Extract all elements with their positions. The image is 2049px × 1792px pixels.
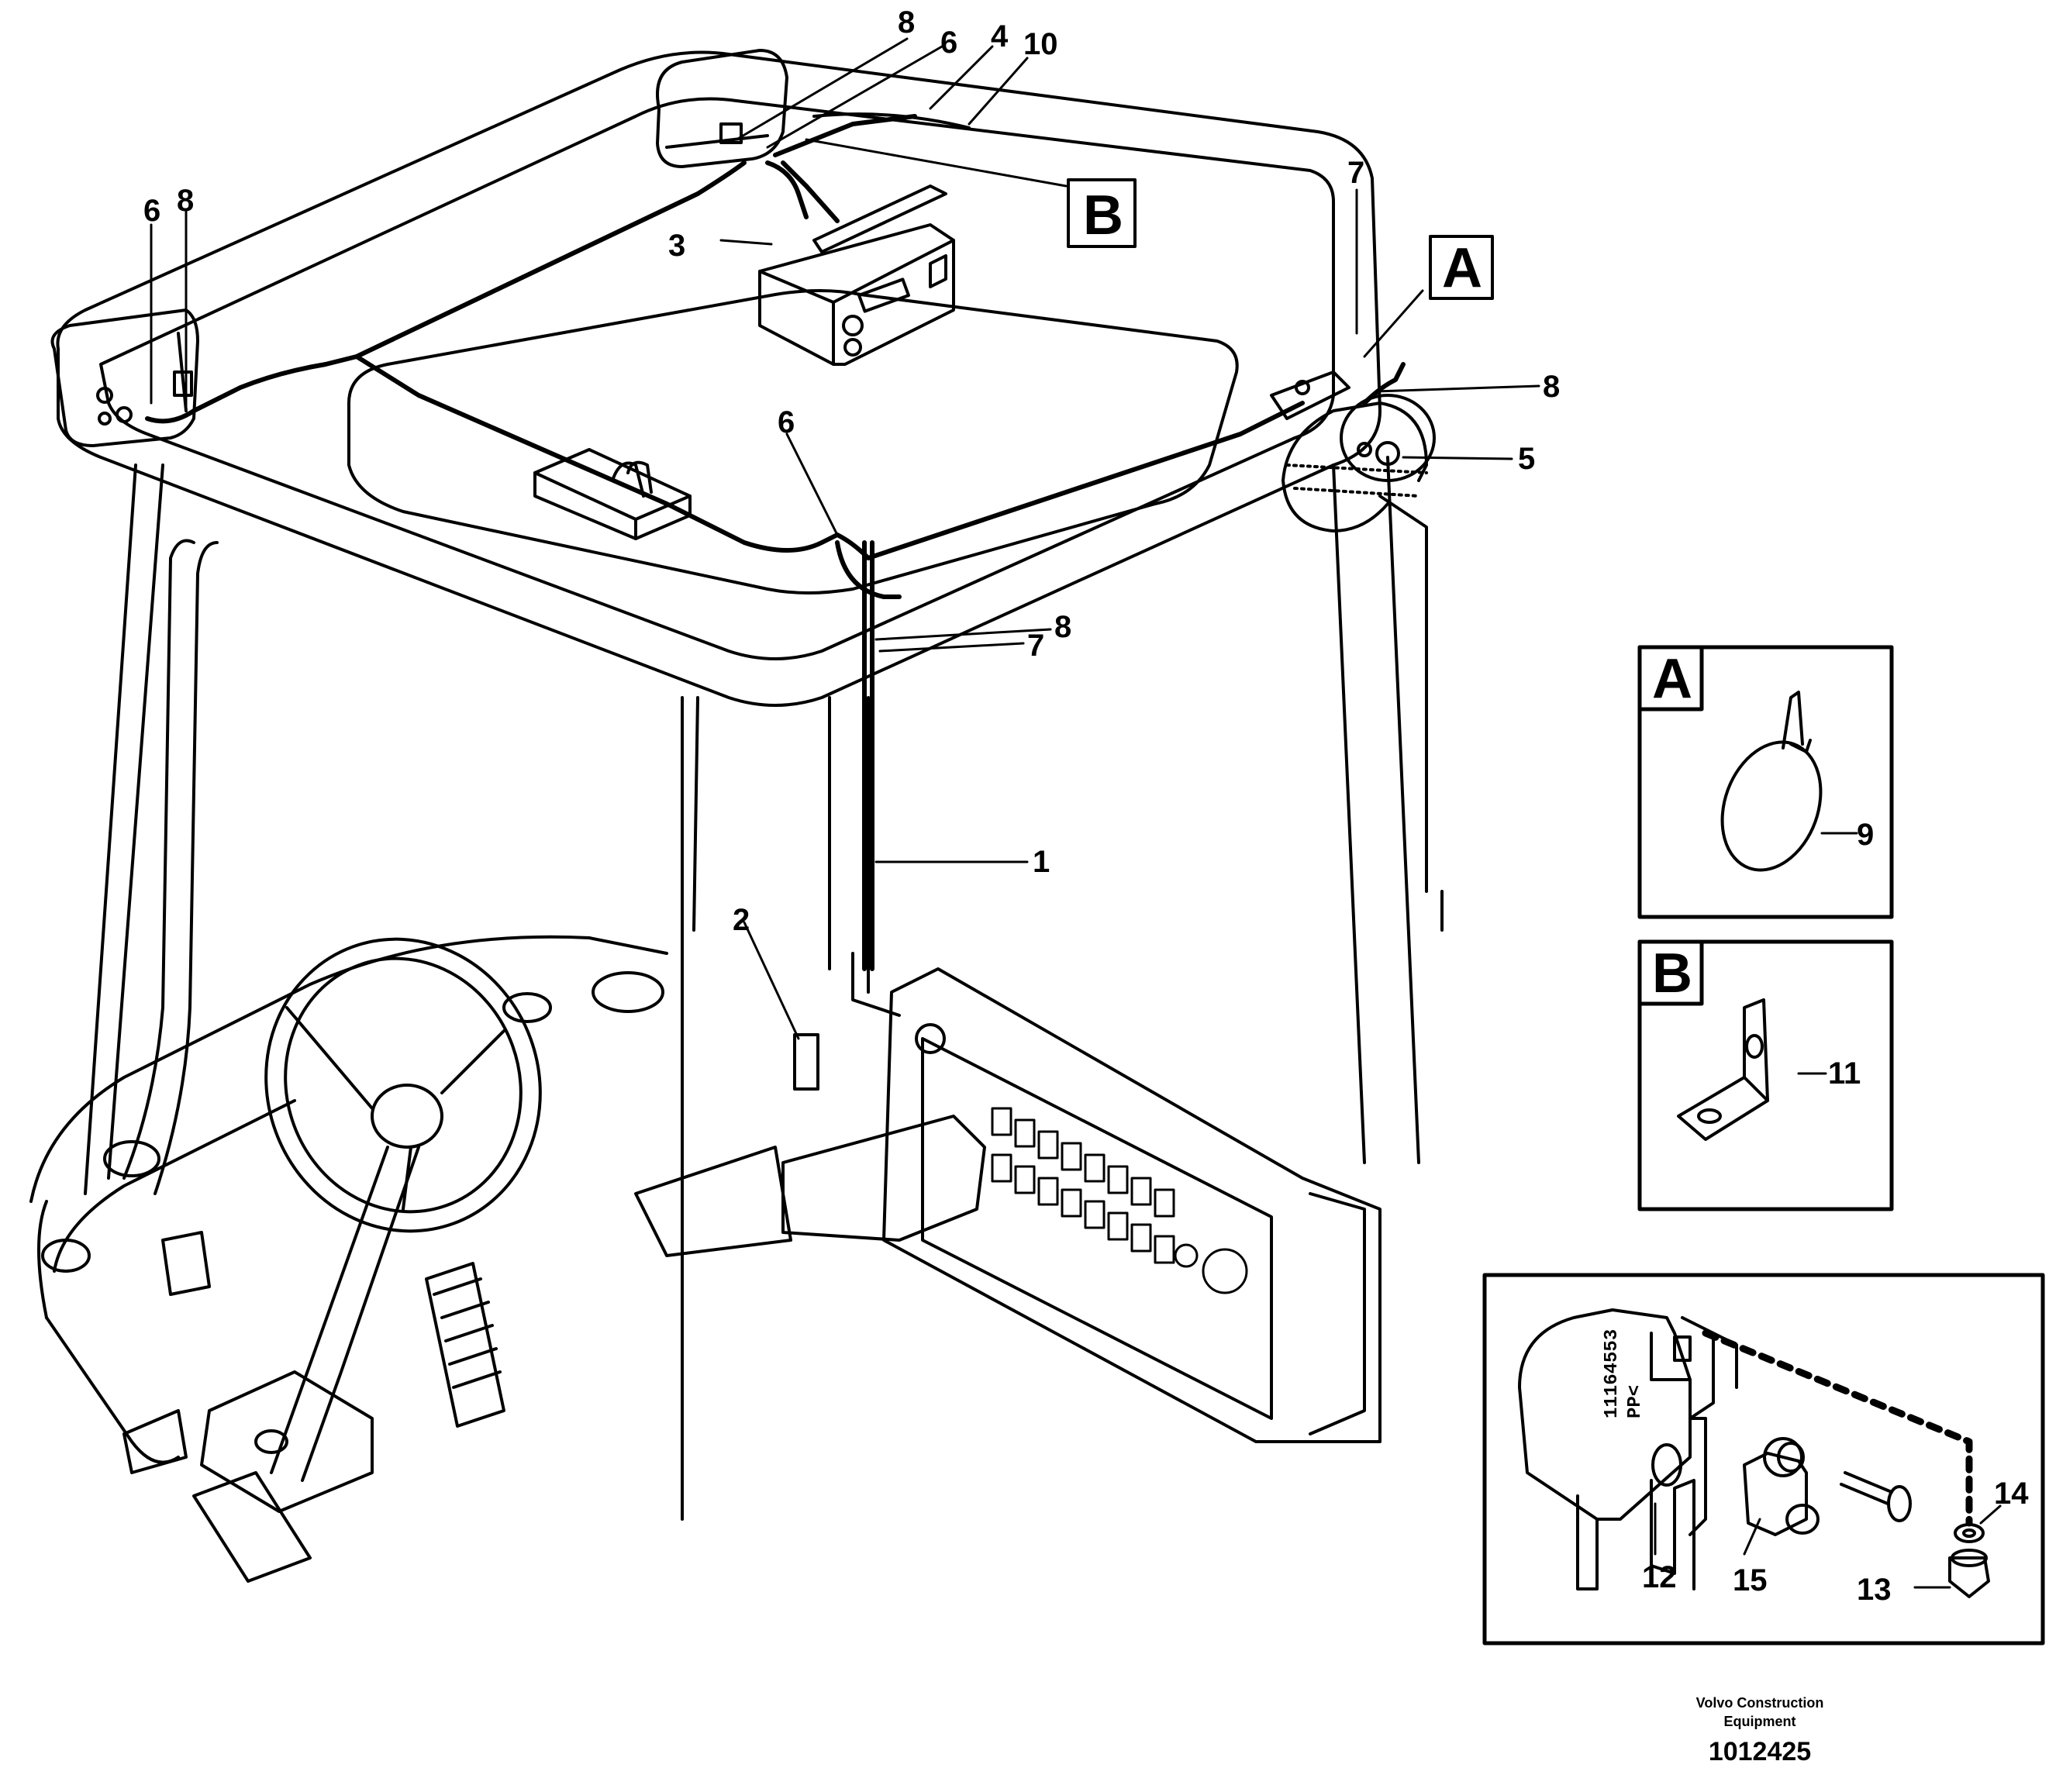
- callout-3: 3: [668, 229, 685, 263]
- callout-5: 5: [1518, 442, 1535, 476]
- detail-label-a-inset: A: [1652, 648, 1692, 710]
- callout-9: 9: [1857, 818, 1874, 852]
- callout-8-right: 8: [1543, 370, 1560, 404]
- footer: Volvo Construction Equipment 1012425: [1644, 1694, 1876, 1767]
- callout-7-center: 7: [1027, 629, 1044, 663]
- inset-mounting: [1482, 1273, 2045, 1646]
- work-light-top: [656, 49, 788, 168]
- radio-unit: [758, 184, 955, 366]
- callout-6-top: 6: [940, 26, 957, 60]
- cable-harness: [145, 114, 1406, 971]
- detail-label-b-inset: B: [1652, 943, 1692, 1005]
- callout-6-center: 6: [778, 405, 795, 439]
- pedals: [192, 1262, 505, 1583]
- callout-11: 11: [1828, 1056, 1861, 1091]
- angle-bracket-icon: [1677, 998, 1769, 1141]
- detail-label-b-main: B: [1083, 184, 1123, 246]
- callout-8-top: 8: [898, 5, 915, 40]
- callout-14: 14: [1994, 1477, 2029, 1511]
- mounting-bracket-icon: [1518, 1308, 1738, 1590]
- junction-box: [533, 448, 692, 540]
- cable-tie-icon: [1720, 691, 1823, 872]
- assembly-dashed-line: [1702, 1329, 1973, 1527]
- switch-icon: [1743, 1437, 1820, 1536]
- callout-7-right: 7: [1347, 156, 1364, 190]
- callout-8-left: 8: [177, 184, 194, 218]
- callout-15: 15: [1733, 1563, 1768, 1597]
- cab-ceiling-outline: [56, 50, 1444, 1521]
- inset-b: [1637, 939, 1894, 1211]
- nut-icon: [1948, 1549, 1990, 1598]
- callout-4: 4: [991, 19, 1009, 53]
- callout-10: 10: [1023, 27, 1058, 61]
- detail-label-a-main: A: [1442, 237, 1482, 299]
- company-line-1: Volvo Construction: [1695, 1695, 1824, 1711]
- inset-a: [1637, 645, 1894, 919]
- rotating-beacon: [1270, 370, 1436, 532]
- washer-icon: [1954, 1523, 1985, 1543]
- leader-lines: [150, 37, 1858, 1075]
- callout-13: 13: [1857, 1573, 1892, 1607]
- callout-2: 2: [733, 903, 750, 937]
- callout-6-left: 6: [143, 194, 160, 228]
- control-panel: [634, 952, 1382, 1443]
- callout-12: 12: [1642, 1560, 1677, 1594]
- steering-wheel: [200, 937, 542, 1513]
- part-stamp-line2: PP<: [1625, 1385, 1646, 1418]
- detail-frame-b-main: [1067, 178, 1137, 248]
- company-line-2: Equipment: [1723, 1714, 1796, 1729]
- part-stamp-line1: 11164553: [1602, 1329, 1623, 1418]
- callout-8-center: 8: [1054, 610, 1071, 644]
- dashboard: [29, 935, 668, 1474]
- work-light-left: [50, 308, 199, 447]
- figure-number: 1012425: [1708, 1737, 1812, 1766]
- callout-1: 1: [1033, 845, 1050, 879]
- bolt-icon: [1840, 1471, 1912, 1522]
- detail-frame-a-main: [1429, 235, 1494, 300]
